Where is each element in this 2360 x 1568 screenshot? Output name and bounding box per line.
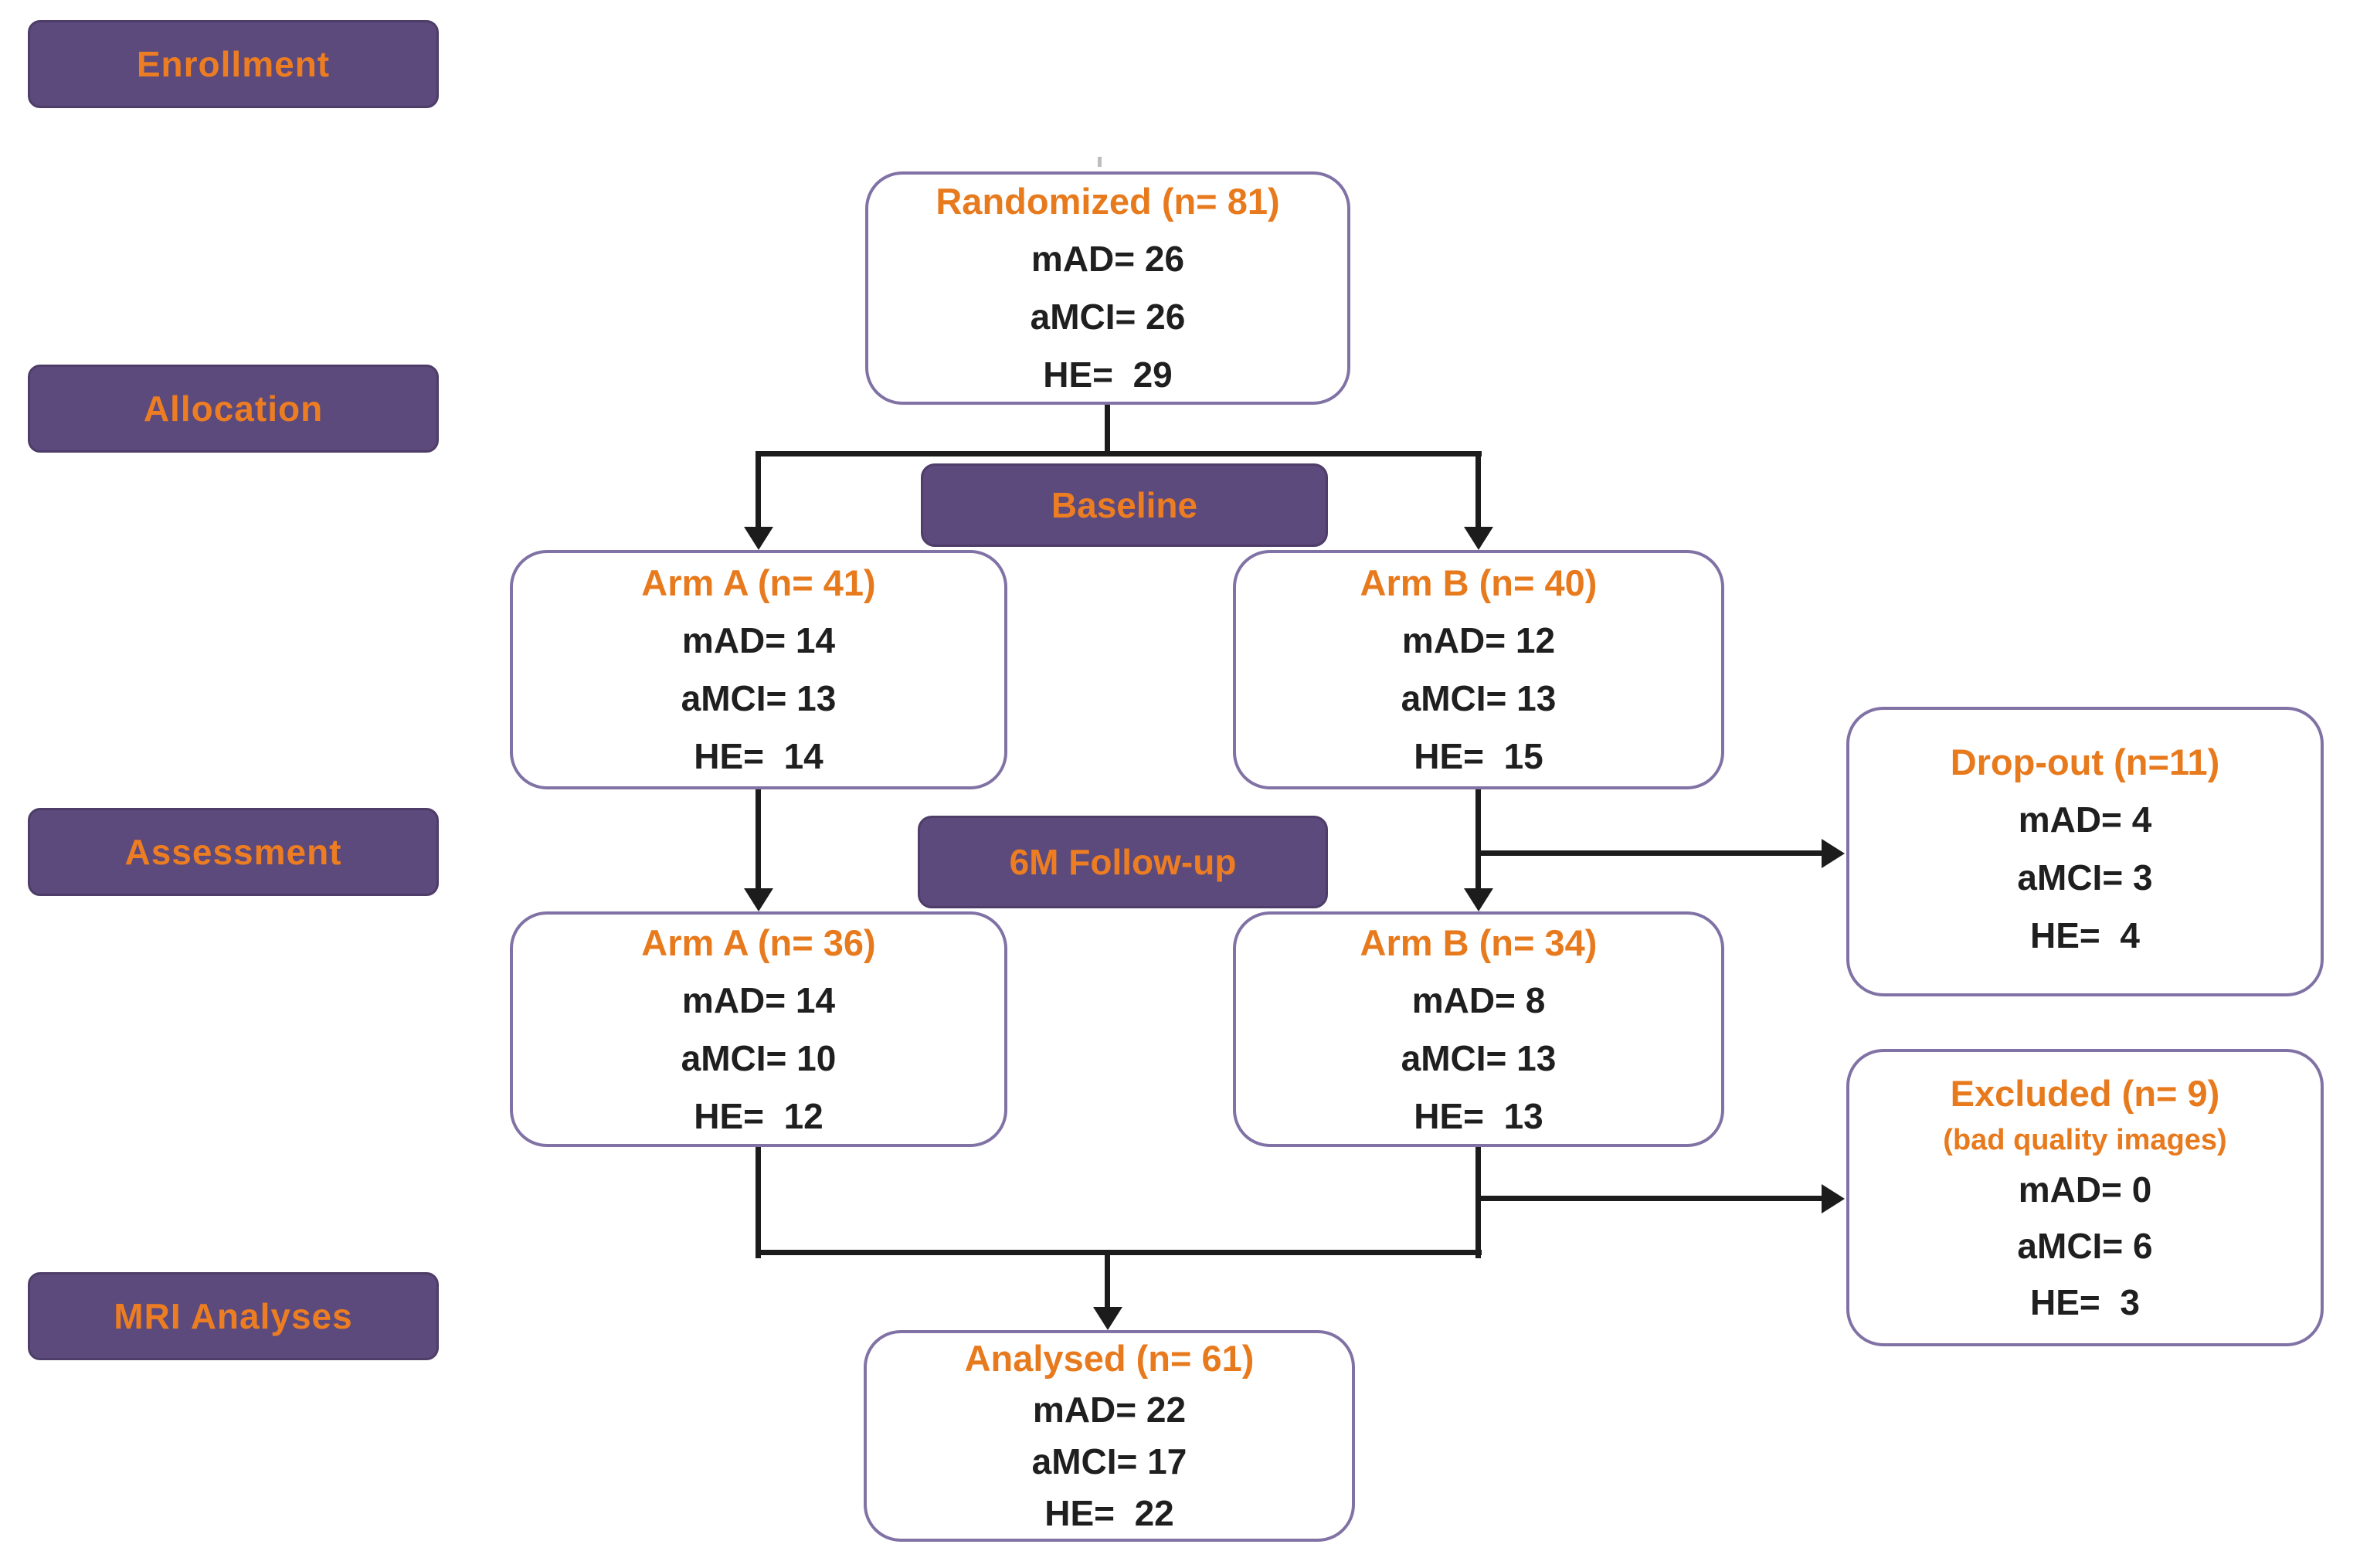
node-line-mad: mAD= 14 — [681, 620, 836, 660]
node-arm-b-baseline: Arm B (n= 40) mAD= 12 aMCI= 13 HE= 15 — [1233, 550, 1724, 789]
connector-excluded-branch — [1475, 1196, 1822, 1201]
node-line-mad: mAD= 0 — [2018, 1169, 2152, 1210]
node-title: Arm A (n= 36) — [641, 921, 876, 963]
node-line-he: HE= 4 — [2030, 915, 2140, 955]
node-randomized: Randomized (n= 81) mAD= 26 aMCI= 26 HE= … — [865, 171, 1350, 405]
connector-arm-a-merge — [756, 1147, 761, 1258]
connector-merge-horizontal — [756, 1250, 1482, 1255]
arrowhead-dropout-icon — [1822, 839, 1845, 868]
connector-split-horizontal — [756, 451, 1482, 456]
connector-arm-b-merge — [1475, 1147, 1481, 1258]
node-line-amci: aMCI= 17 — [1031, 1441, 1187, 1481]
node-title: Arm B (n= 34) — [1360, 921, 1598, 963]
node-line-amci: aMCI= 13 — [1401, 678, 1557, 718]
node-line-mad: mAD= 22 — [1032, 1390, 1187, 1430]
node-excluded: Excluded (n= 9) (bad quality images) mAD… — [1846, 1049, 2324, 1346]
node-subtitle: (bad quality images) — [1943, 1124, 2227, 1156]
connector-arm-a-followup — [756, 789, 761, 888]
node-line-he: HE= 15 — [1414, 736, 1543, 776]
stage-label-assessment: Assessment — [28, 808, 439, 896]
connector-analysed-drop — [1105, 1250, 1110, 1307]
node-title: Excluded (n= 9) — [1950, 1073, 2220, 1114]
node-arm-a-baseline: Arm A (n= 41) mAD= 14 aMCI= 13 HE= 14 — [510, 550, 1007, 789]
node-line-amci: aMCI= 13 — [681, 678, 837, 718]
phase-tag-baseline: Baseline — [921, 463, 1328, 547]
node-line-he: HE= 22 — [1044, 1493, 1174, 1533]
connector-dropout-branch — [1475, 850, 1822, 856]
node-line-amci: aMCI= 3 — [2017, 857, 2153, 898]
node-title: Randomized (n= 81) — [936, 181, 1280, 222]
node-arm-b-followup: Arm B (n= 34) mAD= 8 aMCI= 13 HE= 13 — [1233, 911, 1724, 1147]
connector-arm-b-followup — [1475, 789, 1481, 888]
node-title: Arm A (n= 41) — [641, 562, 876, 603]
node-arm-a-followup: Arm A (n= 36) mAD= 14 aMCI= 10 HE= 12 — [510, 911, 1007, 1147]
node-line-amci: aMCI= 10 — [681, 1037, 837, 1078]
node-line-mad: mAD= 26 — [1031, 239, 1185, 279]
connector-to-arm-b — [1475, 451, 1481, 527]
stage-label-enrollment: Enrollment — [28, 20, 439, 108]
artifact-mark — [1098, 157, 1102, 167]
phase-tag-6m-follow-up: 6M Follow-up — [918, 816, 1328, 908]
connector-to-arm-a — [756, 451, 761, 527]
node-title: Drop-out (n=11) — [1950, 742, 2220, 782]
stage-label-allocation: Allocation — [28, 365, 439, 453]
arrowhead-analysed-icon — [1093, 1307, 1122, 1330]
node-line-he: HE= 12 — [694, 1095, 823, 1136]
node-line-amci: aMCI= 6 — [2017, 1226, 2153, 1266]
arrowhead-arm-a-icon — [744, 527, 773, 550]
node-line-amci: aMCI= 26 — [1030, 297, 1186, 337]
node-line-he: HE= 14 — [694, 736, 823, 776]
node-line-mad: mAD= 14 — [681, 979, 836, 1020]
node-line-mad: mAD= 4 — [2018, 799, 2152, 840]
node-line-he: HE= 29 — [1043, 355, 1173, 395]
node-line-mad: mAD= 12 — [1401, 620, 1556, 660]
arrowhead-excluded-icon — [1822, 1184, 1845, 1213]
node-title: Analysed (n= 61) — [964, 1338, 1255, 1379]
arrowhead-arm-b-followup-icon — [1464, 888, 1493, 911]
node-line-he: HE= 13 — [1414, 1095, 1543, 1136]
node-title: Arm B (n= 40) — [1360, 562, 1598, 603]
arrowhead-arm-b-icon — [1464, 527, 1493, 550]
node-line-he: HE= 3 — [2030, 1282, 2140, 1322]
node-line-amci: aMCI= 13 — [1401, 1037, 1557, 1078]
node-analysed: Analysed (n= 61) mAD= 22 aMCI= 17 HE= 22 — [864, 1330, 1355, 1542]
stage-label-mri-analyses: MRI Analyses — [28, 1272, 439, 1360]
arrowhead-arm-a-followup-icon — [744, 888, 773, 911]
node-line-mad: mAD= 8 — [1411, 979, 1546, 1020]
node-drop-out: Drop-out (n=11) mAD= 4 aMCI= 3 HE= 4 — [1846, 707, 2324, 996]
connector-randomized-drop — [1105, 405, 1110, 456]
